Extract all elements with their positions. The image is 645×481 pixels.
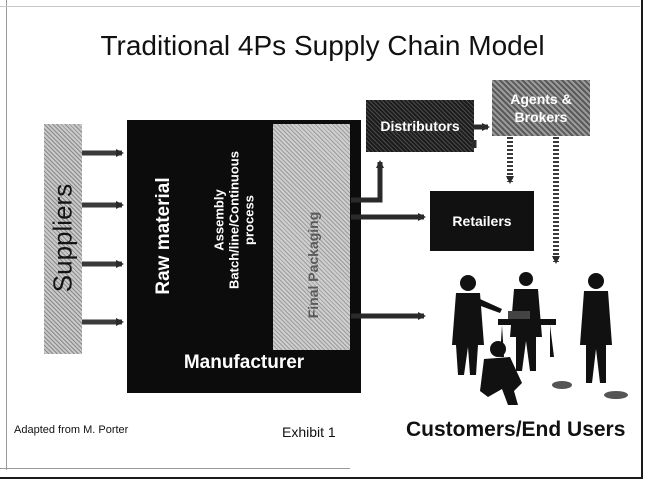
agents-label-line-1: Agents & (510, 91, 572, 107)
retailers-box: Retailers (430, 191, 534, 251)
manufacturer-to-distributors-arrow (351, 160, 384, 203)
agents-brokers-box: Agents & Brokers (492, 80, 590, 136)
frame-left-line (6, 0, 7, 470)
suppliers-block (44, 124, 82, 354)
exhibit-label: Exhibit 1 (282, 424, 336, 440)
customers-label: Customers/End Users (406, 418, 626, 441)
frame-bottom-line (0, 468, 350, 469)
customers-people-image (452, 272, 628, 405)
diagram-title: Traditional 4Ps Supply Chain Model (100, 30, 545, 61)
packaging-block (273, 124, 350, 350)
distributors-label: Distributors (380, 118, 460, 134)
source-note: Adapted from M. Porter (14, 424, 129, 436)
distributors-box: Distributors (366, 100, 474, 152)
retailers-label: Retailers (452, 213, 512, 229)
frame-top-line (0, 6, 640, 7)
supplier-arrows (82, 149, 124, 326)
agents-label-line-2: Brokers (514, 109, 568, 125)
manufacturer-label: Manufacturer (183, 352, 305, 373)
